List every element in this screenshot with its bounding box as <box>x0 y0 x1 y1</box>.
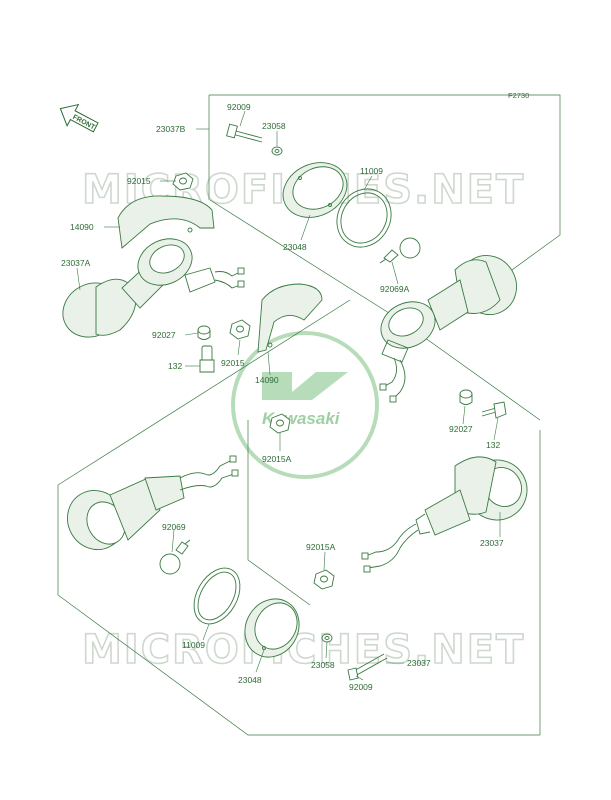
bolt-132-left <box>199 345 215 373</box>
lens-cover-23048-top <box>282 162 348 218</box>
part-label-23058-top: 23058 <box>262 121 286 131</box>
clamp-cover-14090-left <box>117 195 215 249</box>
turn-signal-lower-left <box>67 455 239 550</box>
part-label-92009-top: 92009 <box>227 102 251 112</box>
clamp-cover-14090-mid <box>257 283 323 353</box>
bulb-92069a <box>379 237 421 264</box>
bolt-132-right <box>481 401 507 419</box>
part-label-23048-low: 23048 <box>238 675 262 685</box>
leader-lines <box>76 110 501 681</box>
watermark-bottom: MICROFICHES.NET <box>82 627 525 673</box>
part-label-23037a: 23037A <box>61 258 91 268</box>
turn-signal-23037-right <box>361 456 528 573</box>
front-arrow-icon: FRONT <box>59 103 99 133</box>
oring-11009-top <box>336 188 392 248</box>
part-label-11009-low: 11009 <box>182 640 205 650</box>
part-labels: 92009 23037B 23058 11009 92015 14090 230… <box>61 102 504 692</box>
nut-92015-left <box>172 172 194 191</box>
part-label-132-left: 132 <box>168 361 182 371</box>
nut-92015a-low <box>313 569 335 590</box>
nut-92015-mid <box>229 319 251 340</box>
bolt-92009-top <box>226 123 263 143</box>
bolt-92009-low <box>347 653 388 681</box>
part-label-23037-low: 23037 <box>407 658 431 668</box>
part-label-92015a-mid: 92015A <box>262 454 292 464</box>
diagram-code: F2730 <box>508 91 529 100</box>
part-label-92027-left: 92027 <box>152 330 176 340</box>
outline-mid-diagonal-left <box>57 299 351 486</box>
part-label-92069a: 92069A <box>380 284 410 294</box>
part-label-92027-right: 92027 <box>449 424 473 434</box>
part-label-23037-right: 23037 <box>480 538 504 548</box>
part-label-92009-low: 92009 <box>349 682 373 692</box>
nut-92015a-mid <box>269 413 291 434</box>
outline-bottom-group <box>57 485 540 736</box>
washer-23058-top <box>271 146 283 156</box>
part-label-92015-mid: 92015 <box>221 358 245 368</box>
part-label-11009-top: 11009 <box>360 166 383 176</box>
oring-11009-low <box>193 567 241 625</box>
part-label-14090-mid: 14090 <box>255 375 279 385</box>
part-label-14090-left: 14090 <box>70 222 94 232</box>
logo-k-mark <box>262 372 348 400</box>
kawasaki-logo: Kawasaki <box>231 331 379 479</box>
part-label-23048-top: 23048 <box>283 242 307 252</box>
part-label-92069: 92069 <box>162 522 186 532</box>
part-label-92015a-low: 92015A <box>306 542 336 552</box>
group-outlines <box>57 94 561 736</box>
lens-cover-23048-low <box>244 598 300 658</box>
washer-23058-low <box>321 633 333 643</box>
spacer-92027-left <box>197 325 211 340</box>
outline-center-vertical <box>247 420 311 606</box>
logo-ring <box>231 331 379 479</box>
turn-signal-23037a <box>62 238 245 338</box>
bulb-92069 <box>159 539 191 575</box>
part-label-92015-left: 92015 <box>127 176 151 186</box>
part-label-23037b: 23037B <box>156 124 186 134</box>
part-label-23058-low: 23058 <box>311 660 335 670</box>
turn-signal-right-upper <box>379 255 517 403</box>
spacer-92027-right <box>459 389 473 405</box>
outline-top-group <box>209 94 561 276</box>
part-label-132-right: 132 <box>486 440 500 450</box>
